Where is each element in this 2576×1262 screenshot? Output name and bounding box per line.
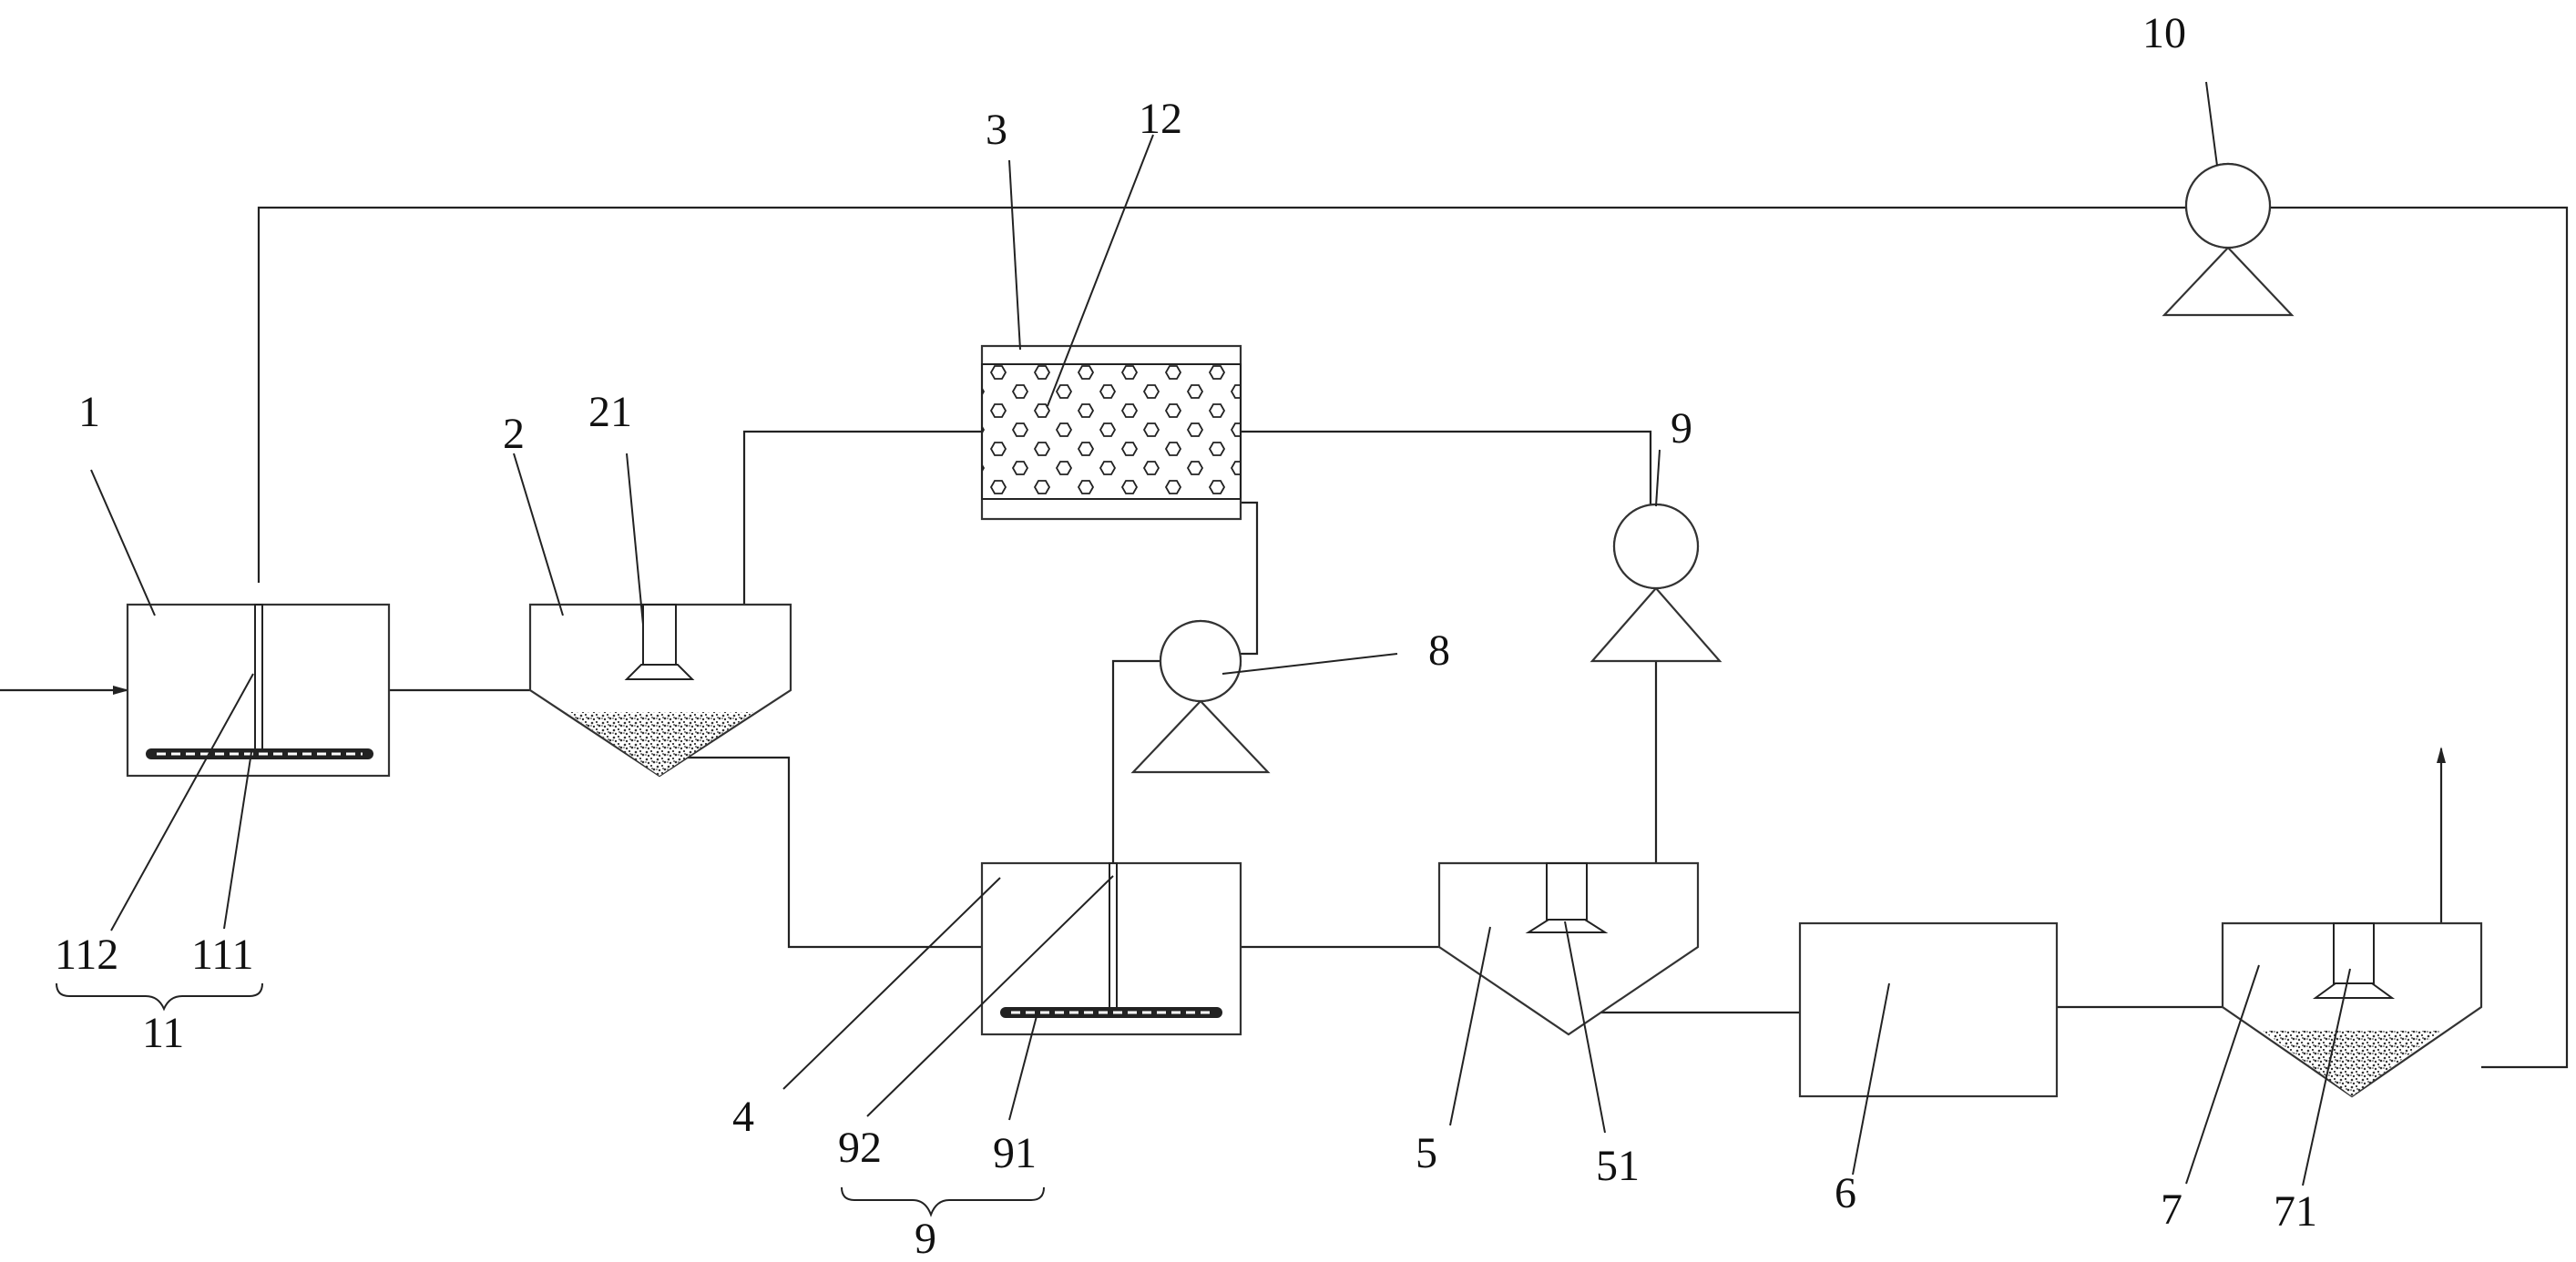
pipe-2-bottom-to-4 bbox=[659, 756, 982, 949]
pipe-3-to-pump9 bbox=[1241, 430, 1652, 517]
distributor-71 bbox=[2312, 982, 2396, 999]
tank-5 bbox=[1437, 861, 1700, 1036]
label-71: 71 bbox=[2274, 1187, 2317, 1236]
label-12: 12 bbox=[1139, 95, 1182, 143]
label-10: 10 bbox=[2142, 9, 2186, 57]
unit-6 bbox=[1798, 921, 2059, 1098]
label-1: 1 bbox=[78, 388, 100, 436]
label-2: 2 bbox=[503, 410, 525, 458]
tank-4 bbox=[980, 861, 1242, 1036]
sludge-2 bbox=[567, 712, 754, 776]
pipelines bbox=[0, 206, 2569, 1069]
tank-1 bbox=[126, 603, 391, 778]
label-112: 112 bbox=[55, 931, 118, 979]
packing-media-12 bbox=[981, 363, 1242, 500]
leader-lines bbox=[90, 81, 2351, 1186]
label-111: 111 bbox=[191, 931, 253, 979]
label-3: 3 bbox=[986, 106, 1007, 154]
tank-7 bbox=[2221, 921, 2483, 1098]
tank-2 bbox=[528, 603, 792, 778]
label-9-group: 9 bbox=[915, 1215, 936, 1257]
distributor-51 bbox=[1525, 919, 1609, 933]
label-5: 5 bbox=[1416, 1129, 1437, 1177]
distributor-21 bbox=[624, 664, 695, 680]
pipe-2-to-3 bbox=[742, 430, 982, 605]
label-91: 91 bbox=[993, 1129, 1037, 1177]
pipe-pump8-to-4 bbox=[1111, 659, 1160, 863]
label-8: 8 bbox=[1428, 626, 1450, 675]
pipe-3-to-pump8 bbox=[1241, 501, 1259, 656]
aerator-disc-91 bbox=[1000, 1007, 1222, 1018]
label-4: 4 bbox=[732, 1093, 754, 1141]
pump-8 bbox=[1130, 619, 1271, 774]
brace-11 bbox=[56, 982, 263, 1012]
label-11: 11 bbox=[142, 1009, 184, 1057]
brace-9 bbox=[841, 1186, 1045, 1217]
label-51: 51 bbox=[1596, 1142, 1640, 1190]
label-9-pump: 9 bbox=[1671, 404, 1692, 453]
label-92: 92 bbox=[838, 1124, 882, 1172]
return-pipe-top bbox=[257, 206, 2569, 1069]
pump-9 bbox=[1590, 503, 1722, 663]
label-7: 7 bbox=[2161, 1186, 2182, 1234]
sludge-7 bbox=[2263, 1031, 2441, 1096]
reactor-3 bbox=[980, 344, 1242, 521]
labels: 1 2 21 3 12 8 9 10 112 111 11 4 92 91 9 … bbox=[55, 9, 2317, 1262]
pump-10 bbox=[2162, 162, 2295, 317]
label-6: 6 bbox=[1835, 1169, 1856, 1217]
label-21: 21 bbox=[588, 388, 632, 436]
